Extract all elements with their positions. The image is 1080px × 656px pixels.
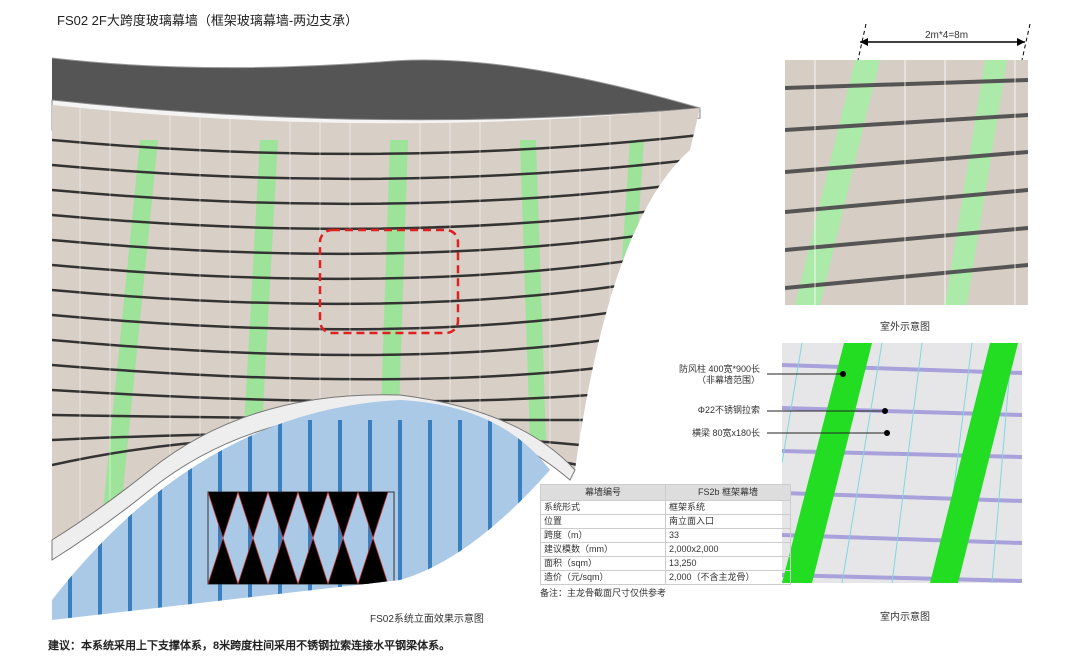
exterior-caption: 室外示意图 bbox=[880, 322, 930, 333]
table-row: 位置南立面入口 bbox=[540, 514, 791, 529]
table-row: 面积（sqm）13,250 bbox=[540, 556, 791, 571]
table-row: 跨度（m）33 bbox=[540, 528, 791, 543]
detail-highlight-box bbox=[318, 228, 460, 335]
table-cell: 13,250 bbox=[665, 556, 791, 571]
recommendation-text: 建议：本系统采用上下支撑体系，8米跨度柱间采用不锈钢拉索连接水平钢梁体系。 bbox=[48, 640, 451, 652]
table-cell: 南立面入口 bbox=[665, 514, 791, 529]
table-cell: 33 bbox=[665, 528, 791, 543]
interior-detail-image bbox=[782, 343, 1022, 583]
table-row: 造价（元/sqm）2,000（不含主龙骨） bbox=[540, 570, 791, 585]
page-title: FS02 2F大跨度玻璃幕墙（框架玻璃幕墙-两边支承） bbox=[57, 13, 359, 28]
table-cell: 2,000x2,000 bbox=[665, 542, 791, 557]
annotation-wind-column-line2: （非幕墙范围） bbox=[696, 375, 760, 385]
table-cell: 跨度（m） bbox=[540, 528, 666, 543]
table-cell: 建议模数（mm） bbox=[540, 542, 666, 557]
main-caption: FS02系统立面效果示意图 bbox=[370, 614, 484, 625]
table-row: 建议模数（mm）2,000x2,000 bbox=[540, 542, 791, 557]
table-cell: 框架系统 bbox=[665, 500, 791, 515]
annotation-beam: 横梁 80宽x180长 bbox=[691, 428, 760, 438]
table-cell: 幕墙编号 bbox=[540, 484, 666, 501]
facade-rendering bbox=[51, 57, 701, 620]
table-note: 备注：主龙骨截面尺寸仅供参考 bbox=[540, 588, 667, 598]
roof bbox=[52, 58, 700, 124]
table-cell: FS2b 框架幕墙 bbox=[665, 484, 791, 501]
annotation-wind-column: 防风柱 400宽*900长 （非幕墙范围） bbox=[640, 364, 760, 386]
table-cell: 造价（元/sqm） bbox=[540, 570, 666, 585]
table-cell: 面积（sqm） bbox=[540, 556, 666, 571]
table-cell: 位置 bbox=[540, 514, 666, 529]
annotation-leaders bbox=[767, 371, 890, 436]
dimension-line bbox=[857, 23, 1031, 61]
dimension-label: 2m*4=8m bbox=[925, 30, 969, 41]
annotation-wind-column-line1: 防风柱 400宽*900长 bbox=[678, 364, 760, 374]
table-row: 系统形式框架系统 bbox=[540, 500, 791, 515]
exterior-detail-image bbox=[785, 60, 1028, 305]
table-cell: 系统形式 bbox=[540, 500, 666, 515]
annotation-cable: Φ22不锈钢拉索 bbox=[697, 405, 760, 415]
table-cell: 2,000（不含主龙骨） bbox=[665, 570, 791, 585]
interior-caption: 室内示意图 bbox=[880, 612, 930, 623]
